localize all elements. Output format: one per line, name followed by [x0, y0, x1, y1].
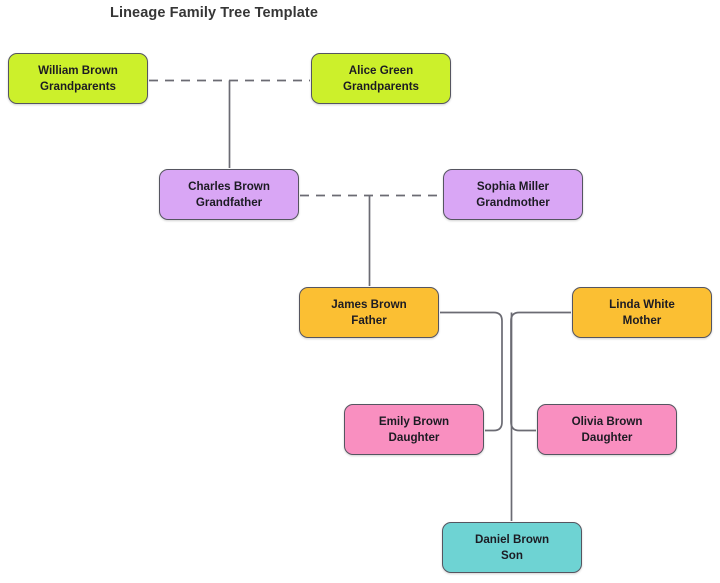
node-linda-white[interactable]: Linda White Mother [572, 287, 712, 338]
node-sophia-miller[interactable]: Sophia Miller Grandmother [443, 169, 583, 220]
node-name: Alice Green [348, 64, 414, 78]
node-name: James Brown [331, 298, 407, 312]
node-role: Grandparents [39, 79, 117, 93]
node-william-brown[interactable]: William Brown Grandparents [8, 53, 148, 104]
node-name: Olivia Brown [571, 415, 643, 429]
node-alice-green[interactable]: Alice Green Grandparents [311, 53, 451, 104]
node-name: Charles Brown [188, 180, 270, 194]
node-olivia-brown[interactable]: Olivia Brown Daughter [537, 404, 677, 455]
node-name: Daniel Brown [474, 533, 550, 547]
node-name: Emily Brown [378, 415, 450, 429]
node-name: Sophia Miller [476, 180, 550, 194]
node-james-brown[interactable]: James Brown Father [299, 287, 439, 338]
node-role: Father [351, 313, 387, 327]
node-role: Mother [622, 313, 662, 327]
node-charles-brown[interactable]: Charles Brown Grandfather [159, 169, 299, 220]
page-title: Lineage Family Tree Template [110, 5, 319, 21]
node-role: Daughter [388, 430, 440, 444]
node-daniel-brown[interactable]: Daniel Brown Son [442, 522, 582, 573]
node-role: Son [501, 548, 523, 562]
node-emily-brown[interactable]: Emily Brown Daughter [344, 404, 484, 455]
edge-james-trunk [440, 311, 503, 432]
node-role: Grandmother [476, 195, 550, 209]
node-name: William Brown [38, 64, 118, 78]
node-role: Daughter [581, 430, 633, 444]
node-role: Grandparents [342, 79, 420, 93]
node-role: Grandfather [195, 195, 263, 209]
node-name: Linda White [609, 298, 675, 312]
